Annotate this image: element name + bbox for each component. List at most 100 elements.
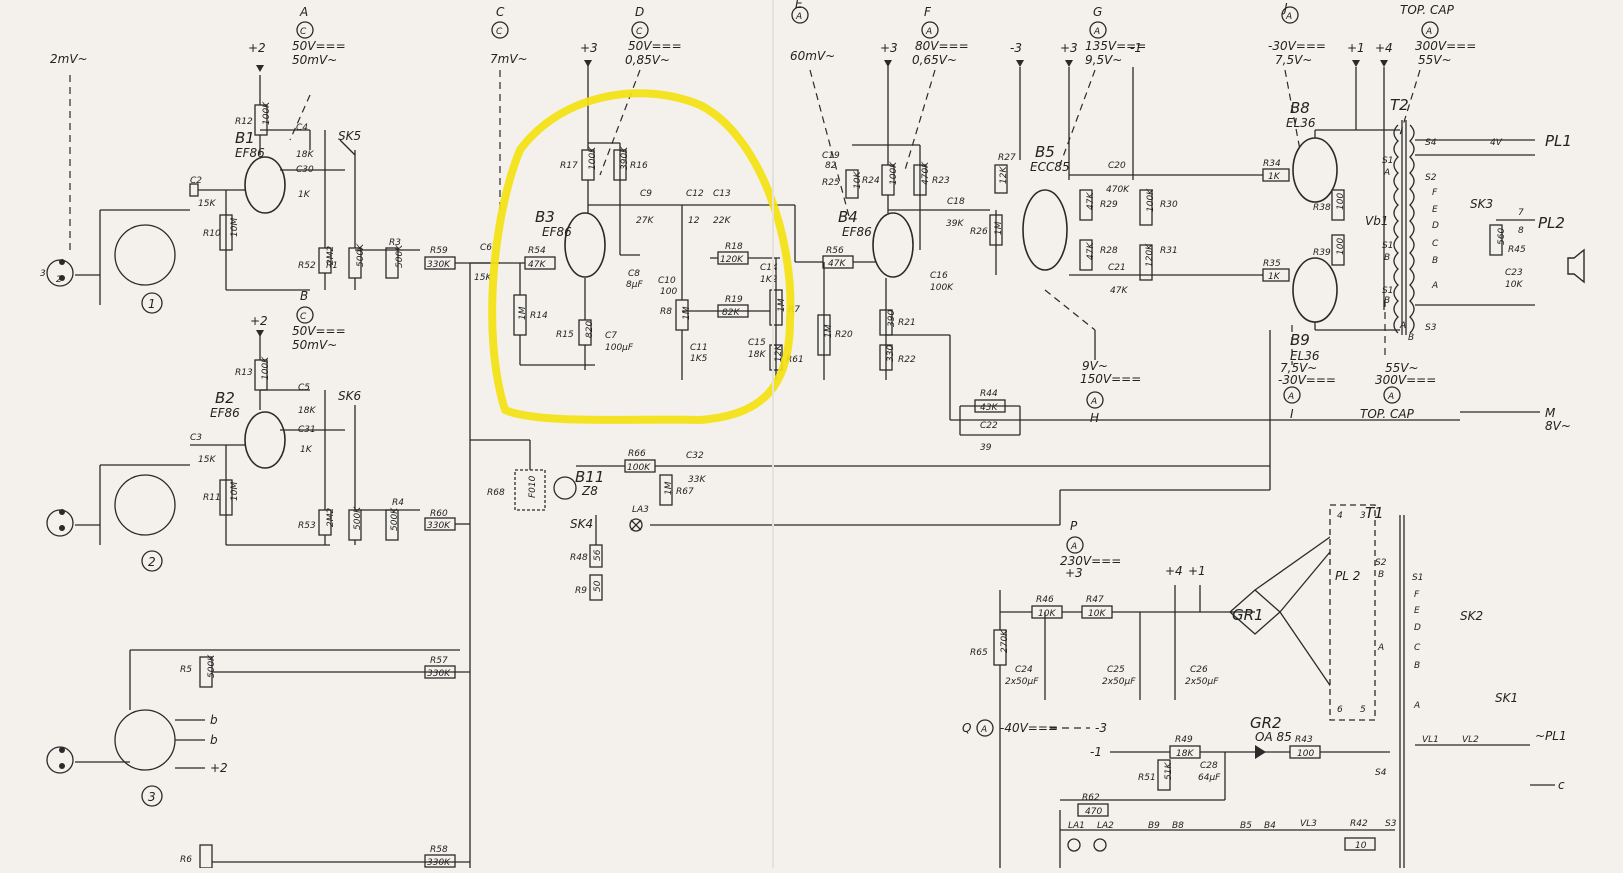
svg-text:R60: R60 — [430, 509, 448, 519]
svg-text:E: E — [1414, 606, 1420, 616]
svg-text:+3: +3 — [1065, 566, 1083, 580]
svg-text:B9: B9 — [1148, 821, 1160, 831]
svg-text:b: b — [210, 713, 218, 727]
svg-text:SK6: SK6 — [338, 389, 361, 403]
svg-text:B5: B5 — [1240, 821, 1252, 831]
svg-text:C: C — [496, 5, 505, 19]
svg-text:50: 50 — [593, 580, 603, 592]
svg-text:3: 3 — [1360, 511, 1366, 521]
svg-text:F: F — [1414, 590, 1420, 600]
svg-text:C5: C5 — [298, 383, 310, 393]
svg-text:18K: 18K — [1176, 749, 1194, 759]
svg-text:+1: +1 — [1188, 564, 1206, 578]
svg-text:R29: R29 — [1100, 200, 1118, 210]
svg-text:C26: C26 — [1190, 665, 1208, 675]
svg-text:55V~: 55V~ — [1418, 53, 1452, 67]
svg-text:C: C — [1432, 239, 1439, 249]
svg-text:2x50µF: 2x50µF — [1185, 677, 1219, 687]
svg-text:C20: C20 — [1108, 161, 1126, 171]
svg-text:100K: 100K — [588, 146, 598, 170]
svg-text:T1: T1 — [1365, 504, 1384, 522]
svg-text:C16: C16 — [930, 271, 948, 281]
input-jack-1: 2mV~ 3 2 1 — [40, 52, 190, 314]
svg-text:LA2: LA2 — [1097, 821, 1114, 831]
svg-text:50mV~: 50mV~ — [292, 338, 337, 352]
svg-text:330K: 330K — [427, 521, 451, 531]
svg-text:R26: R26 — [970, 227, 988, 237]
svg-text:7,5V~: 7,5V~ — [1280, 361, 1317, 375]
svg-text:5: 5 — [1360, 705, 1366, 715]
svg-text:270K: 270K — [1000, 629, 1010, 653]
svg-text:M: M — [1545, 406, 1556, 420]
svg-text:Q: Q — [962, 721, 971, 735]
svg-text:500K: 500K — [207, 654, 217, 678]
svg-text:B2: B2 — [215, 389, 235, 407]
svg-text:560: 560 — [1497, 228, 1507, 245]
svg-text:9,5V~: 9,5V~ — [1085, 53, 1122, 67]
svg-text:R53: R53 — [298, 521, 316, 531]
svg-text:S2: S2 — [1375, 558, 1387, 568]
svg-text:R3: R3 — [389, 238, 401, 248]
svg-text:R58: R58 — [430, 845, 448, 855]
svg-text:100: 100 — [1297, 749, 1314, 759]
svg-text:8V~: 8V~ — [1545, 419, 1571, 433]
svg-text:R6: R6 — [180, 855, 192, 865]
svg-text:EF86: EF86 — [542, 225, 572, 239]
svg-text:R54: R54 — [528, 246, 546, 256]
svg-text:R21: R21 — [898, 318, 916, 328]
svg-text:S4: S4 — [1375, 768, 1387, 778]
svg-text:10K: 10K — [1038, 609, 1056, 619]
svg-text:E: E — [795, 0, 803, 11]
svg-text:R62: R62 — [1082, 793, 1100, 803]
svg-text:A: A — [1413, 701, 1420, 711]
svg-text:47K: 47K — [828, 259, 846, 269]
svg-text:1K: 1K — [1268, 272, 1281, 282]
svg-text:S3: S3 — [1425, 323, 1437, 333]
svg-text:E: E — [1432, 205, 1438, 215]
svg-text:EF86: EF86 — [842, 225, 872, 239]
svg-text:C19: C19 — [822, 151, 840, 161]
svg-text:500K: 500K — [353, 506, 363, 530]
svg-text:R25: R25 — [822, 178, 840, 188]
svg-text:9V~: 9V~ — [1082, 359, 1108, 373]
svg-text:2: 2 — [56, 275, 62, 285]
svg-text:R44: R44 — [980, 389, 998, 399]
svg-text:47K: 47K — [1086, 192, 1096, 210]
svg-text:C10: C10 — [658, 276, 676, 286]
svg-text:Vb1: Vb1 — [1365, 214, 1388, 228]
svg-text:1M: 1M — [664, 481, 674, 495]
svg-text:C32: C32 — [686, 451, 704, 461]
svg-text:-1: -1 — [1090, 745, 1102, 759]
svg-text:-3: -3 — [1010, 41, 1022, 55]
svg-text:B: B — [1432, 256, 1438, 266]
svg-text:+2: +2 — [248, 41, 266, 55]
svg-text:2M2: 2M2 — [326, 508, 336, 527]
svg-text:470: 470 — [1085, 807, 1102, 817]
svg-text:10K: 10K — [1505, 280, 1523, 290]
svg-text:OA 85: OA 85 — [1255, 730, 1292, 744]
svg-text:C30: C30 — [296, 165, 314, 175]
svg-text:+4: +4 — [1375, 41, 1393, 55]
svg-text:100K: 100K — [262, 101, 272, 125]
svg-text:A: A — [795, 12, 802, 22]
svg-text:B8: B8 — [1290, 99, 1310, 117]
svg-text:S3: S3 — [1385, 819, 1397, 829]
svg-text:1K: 1K — [300, 445, 313, 455]
svg-text:100K: 100K — [627, 463, 651, 473]
svg-text:R35: R35 — [1263, 259, 1281, 269]
svg-text:R52: R52 — [298, 261, 316, 271]
svg-text:47K: 47K — [1086, 242, 1096, 260]
svg-text:7mV~: 7mV~ — [490, 52, 528, 66]
svg-text:GR1: GR1 — [1232, 606, 1264, 624]
svg-text:230V===: 230V=== — [1060, 554, 1121, 568]
svg-text:C15: C15 — [748, 338, 766, 348]
svg-text:12: 12 — [688, 216, 700, 226]
svg-text:39: 39 — [980, 443, 992, 453]
svg-text:R67: R67 — [676, 487, 694, 497]
svg-text:R42: R42 — [1350, 819, 1368, 829]
svg-text:3: 3 — [148, 790, 156, 804]
svg-text:1M: 1M — [682, 306, 692, 320]
